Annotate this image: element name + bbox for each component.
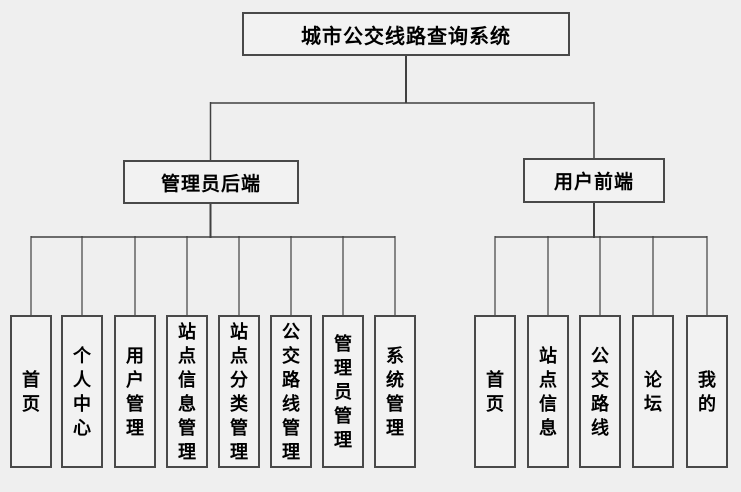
leaf-admin-system-management-label: 系统管理 xyxy=(386,345,404,438)
node-root-label: 城市公交线路查询系统 xyxy=(301,25,511,48)
leaf-admin-station-category-management: 站点分类管理 xyxy=(218,315,260,468)
leaf-user-mine-label: 我的 xyxy=(698,369,716,414)
node-admin-backend-label: 管理员后端 xyxy=(160,173,261,195)
leaf-user-bus-route: 公交路线 xyxy=(579,315,621,468)
leaf-admin-home-label: 首页 xyxy=(22,369,40,414)
leaf-admin-station-category-management-label: 站点分类管理 xyxy=(230,321,248,462)
leaf-user-forum: 论坛 xyxy=(632,315,674,468)
leaf-admin-personal-center: 个人中心 xyxy=(61,315,103,468)
leaf-admin-bus-route-management: 公交路线管理 xyxy=(270,315,312,468)
leaf-admin-station-info-management: 站点信息管理 xyxy=(166,315,208,468)
leaf-admin-user-management-label: 用户管理 xyxy=(126,345,144,438)
leaf-admin-personal-center-label: 个人中心 xyxy=(73,345,91,438)
leaf-user-station-info: 站点信息 xyxy=(527,315,569,468)
leaf-admin-station-info-management-label: 站点信息管理 xyxy=(178,321,196,462)
leaf-user-forum-label: 论坛 xyxy=(644,369,662,414)
node-admin-backend: 管理员后端 xyxy=(123,160,299,204)
leaf-admin-home: 首页 xyxy=(10,315,52,468)
node-user-frontend-label: 用户前端 xyxy=(553,172,634,193)
leaf-user-bus-route-label: 公交路线 xyxy=(591,345,609,438)
node-user-frontend: 用户前端 xyxy=(523,158,665,203)
leaf-user-home-label: 首页 xyxy=(486,369,504,414)
leaf-admin-administrator-management: 管理员管理 xyxy=(322,315,364,468)
leaf-admin-administrator-management-label: 管理员管理 xyxy=(334,333,352,450)
leaf-admin-bus-route-management-label: 公交路线管理 xyxy=(282,321,300,462)
leaf-user-home: 首页 xyxy=(474,315,516,468)
leaf-admin-system-management: 系统管理 xyxy=(374,315,416,468)
leaf-user-station-info-label: 站点信息 xyxy=(539,345,557,438)
node-root: 城市公交线路查询系统 xyxy=(242,12,570,56)
leaf-user-mine: 我的 xyxy=(686,315,728,468)
leaf-admin-user-management: 用户管理 xyxy=(114,315,156,468)
